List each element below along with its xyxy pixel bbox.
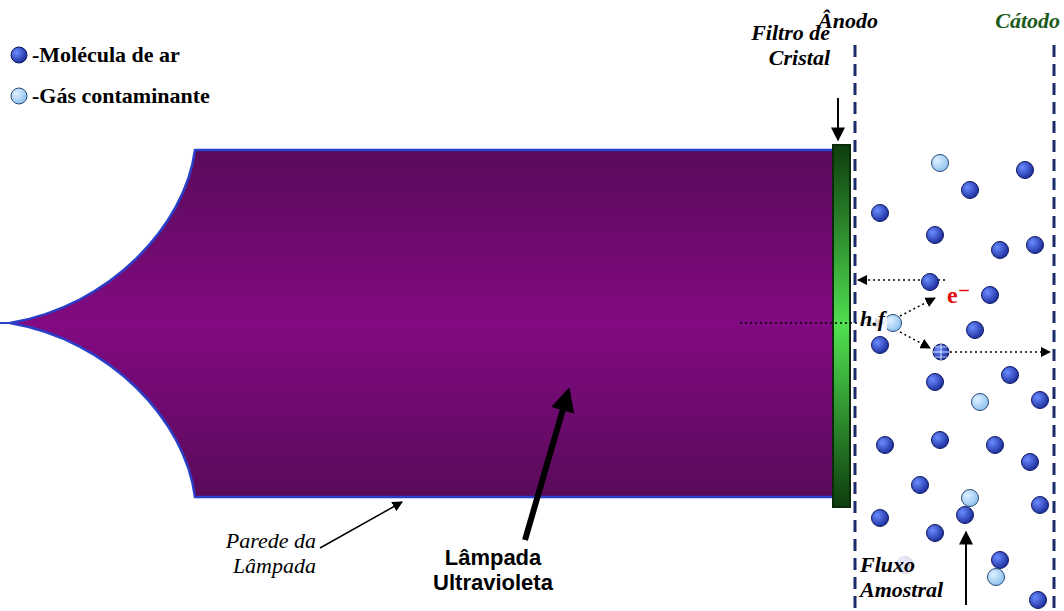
air-molecule	[987, 437, 1004, 454]
filter-leader	[837, 98, 839, 140]
air-molecule	[932, 432, 949, 449]
ion-to-cathode	[950, 351, 1050, 353]
crystal-filter	[833, 145, 850, 507]
contaminant-molecule	[988, 569, 1005, 586]
air-molecule	[922, 274, 939, 291]
lamp-leader	[525, 392, 568, 540]
air-molecule	[1002, 367, 1019, 384]
air-molecule	[992, 552, 1009, 569]
air-molecule	[1022, 454, 1039, 471]
air-molecule	[927, 374, 944, 391]
air-molecule	[1032, 392, 1049, 409]
contaminant-molecule	[972, 394, 989, 411]
legend-sample	[11, 47, 27, 63]
air-molecule	[877, 437, 894, 454]
anode-line	[854, 45, 857, 611]
air-molecule	[927, 525, 944, 542]
wall-leader	[320, 502, 402, 548]
anode-label: Ânodo	[818, 8, 878, 33]
air-molecule	[992, 242, 1009, 259]
wall-label: Parede da Lâmpada	[166, 528, 316, 579]
legend-text: -Gás contaminante	[32, 83, 210, 108]
flow-label: Fluxo Amostral	[858, 552, 962, 603]
air-molecule	[957, 507, 974, 524]
air-molecule	[967, 322, 984, 339]
filter-label: Filtro de Cristal	[720, 20, 830, 71]
electron-label: e⁻	[947, 282, 970, 310]
air-molecule	[927, 227, 944, 244]
air-molecule	[1030, 592, 1047, 609]
air-molecule	[872, 337, 889, 354]
legend-text: -Molécula de ar	[32, 42, 180, 67]
photon-label: h.f	[858, 306, 887, 331]
cathode-label: Cátodo	[995, 8, 1060, 33]
legend-sample	[11, 88, 27, 104]
air-molecule	[872, 205, 889, 222]
contaminant-molecule	[962, 490, 979, 507]
lamp-label: Lâmpada Ultravioleta	[418, 545, 568, 596]
ion-symbol	[933, 344, 949, 360]
air-molecule	[982, 287, 999, 304]
ion-path	[900, 332, 930, 348]
electron-path	[900, 298, 935, 316]
air-molecule	[1032, 497, 1049, 514]
air-molecule	[1017, 162, 1034, 179]
air-molecule	[1027, 237, 1044, 254]
air-molecule	[962, 182, 979, 199]
air-molecule	[912, 477, 929, 494]
uv-lamp	[10, 150, 835, 497]
cathode-line	[1053, 45, 1056, 611]
air-molecule	[872, 510, 889, 527]
flow-leader	[965, 532, 967, 605]
contaminant-molecule	[932, 155, 949, 172]
